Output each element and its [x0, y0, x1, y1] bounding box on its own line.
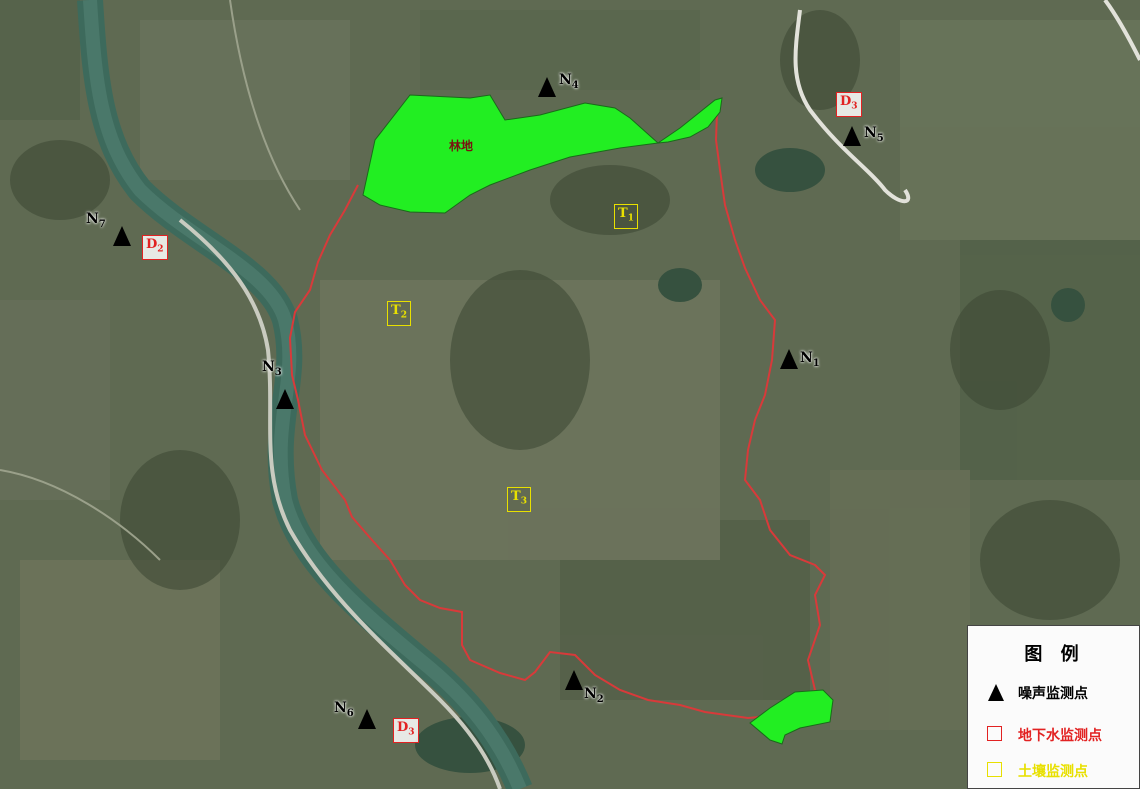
noise-point-n7-icon[interactable]: [113, 226, 131, 246]
forest-area-north: [362, 94, 660, 214]
yellow-square-icon: [987, 762, 1002, 777]
forest-label: 林地: [449, 139, 474, 153]
soil-point-t3[interactable]: T3: [507, 487, 531, 512]
soil-point-t1[interactable]: T1: [614, 204, 638, 229]
forest-area-northeast: [657, 97, 723, 144]
map-legend: 图 例 噪声监测点 地下水监测点 土壤监测点: [967, 625, 1140, 789]
groundwater-point-d2[interactable]: D2: [142, 235, 168, 260]
legend-noise-label: 噪声监测点: [1018, 686, 1088, 702]
noise-point-n1-label: N1: [800, 350, 820, 369]
noise-point-n3-label: N3: [262, 359, 282, 378]
groundwater-point-d-top[interactable]: D3: [836, 92, 862, 117]
noise-point-n6-label: N6: [334, 700, 354, 719]
forest-area-southeast: [749, 689, 834, 745]
noise-point-n7-label: N7: [86, 211, 106, 230]
noise-point-n6-icon[interactable]: [358, 709, 376, 729]
noise-point-n1-icon[interactable]: [780, 349, 798, 369]
noise-point-n3-icon[interactable]: [276, 389, 294, 409]
noise-point-n2-label: N2: [584, 686, 604, 705]
noise-point-n5-label: N5: [864, 125, 884, 144]
legend-title: 图 例: [1024, 644, 1085, 665]
groundwater-point-d-bottom[interactable]: D3: [393, 718, 419, 743]
noise-point-n4-label: N4: [559, 72, 579, 91]
noise-point-n5-icon[interactable]: [843, 126, 861, 146]
noise-point-n2-icon[interactable]: [565, 670, 583, 690]
red-square-icon: [987, 726, 1002, 741]
soil-point-t2[interactable]: T2: [387, 301, 411, 326]
project-boundary: [288, 99, 827, 720]
triangle-icon: [988, 684, 1004, 701]
noise-point-n4-icon[interactable]: [538, 77, 556, 97]
legend-soil-label: 土壤监测点: [1018, 764, 1088, 780]
legend-groundwater-label: 地下水监测点: [1018, 728, 1102, 744]
